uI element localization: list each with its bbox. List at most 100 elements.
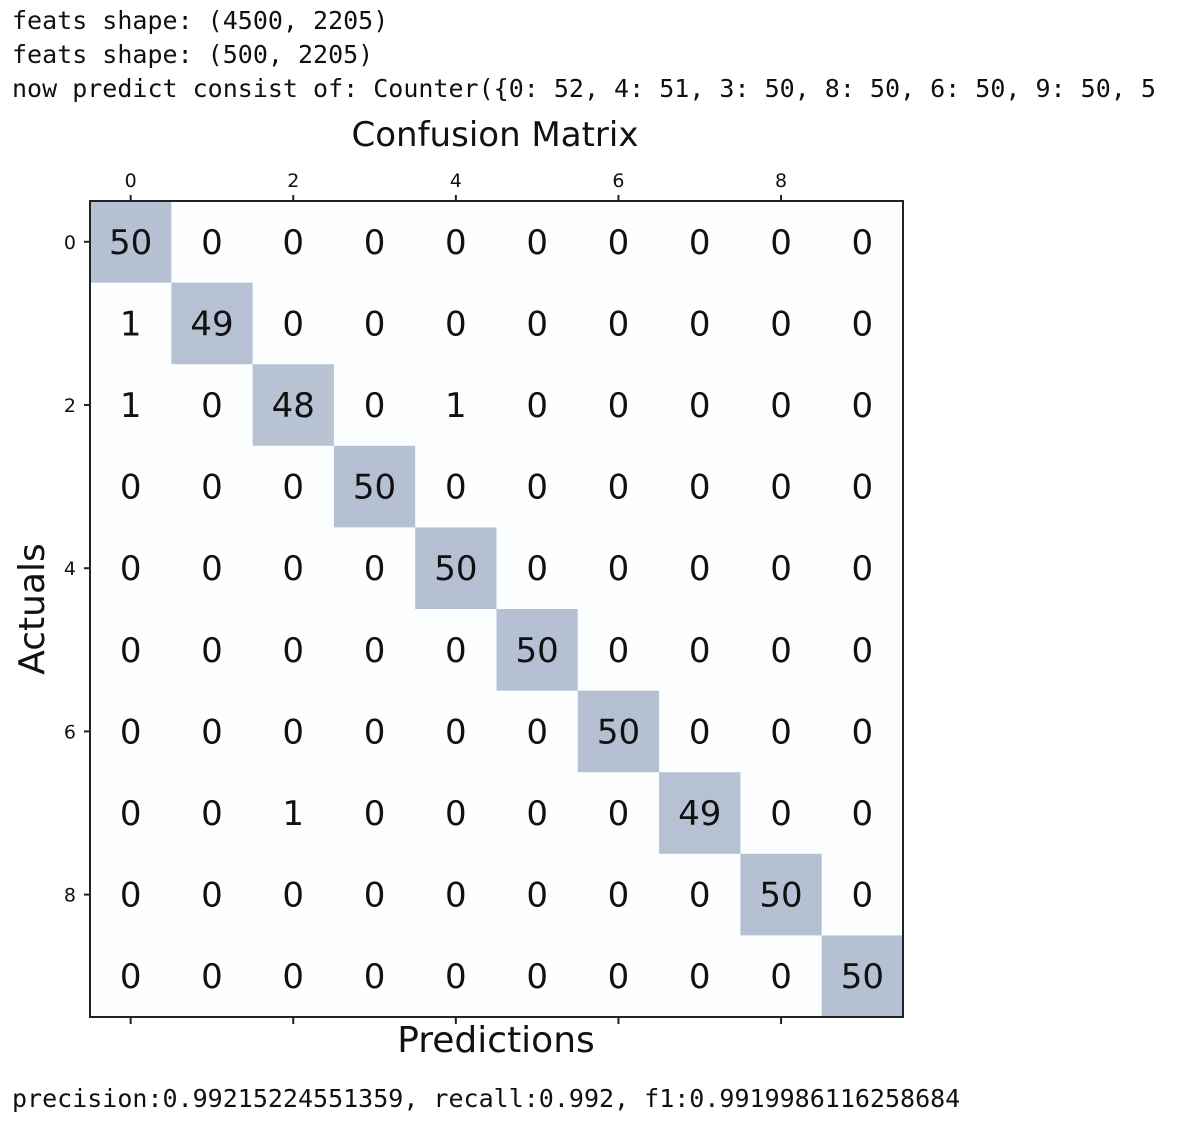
cell-value-label: 0 — [282, 549, 304, 589]
cell-value-label: 0 — [608, 794, 630, 834]
cell-value-label: 0 — [201, 549, 223, 589]
cell-value-label: 0 — [852, 304, 874, 344]
heatmap-cell — [740, 201, 823, 284]
heatmap-cell — [415, 445, 498, 528]
chart-title: Confusion Matrix — [352, 115, 639, 155]
cell-value-label: 0 — [770, 468, 792, 508]
cell-value-label: 50 — [759, 876, 802, 916]
y-tick-label: 4 — [64, 558, 76, 580]
cell-value-label: 0 — [445, 876, 467, 916]
x-tick-label: 2 — [287, 170, 299, 192]
cell-value-label: 0 — [282, 223, 304, 263]
heatmap-cell — [659, 609, 741, 692]
heatmap-cell — [740, 527, 823, 610]
heatmap-cell — [171, 201, 254, 284]
plot-frame — [89, 200, 904, 1018]
cell-value-label: 0 — [689, 223, 711, 263]
heatmap-cell — [415, 690, 498, 773]
x-tick-label: 8 — [775, 170, 787, 192]
heatmap-cell — [740, 609, 823, 692]
cell-value-label: 0 — [201, 794, 223, 834]
heatmap-cell — [252, 690, 335, 773]
heatmap-cell — [740, 445, 823, 528]
cell-value-label: 0 — [120, 549, 142, 589]
heatmap-cell — [577, 935, 660, 1018]
cell-value-label: 0 — [201, 712, 223, 752]
heatmap-cell — [252, 282, 335, 365]
cell-value-label: 0 — [445, 223, 467, 263]
cell-value-label: 0 — [201, 957, 223, 997]
heatmap-cell — [90, 527, 172, 610]
cell-value-label: 0 — [852, 468, 874, 508]
heatmap-cell — [171, 609, 254, 692]
console-output-line: now predict consist of: Counter({0: 52, … — [12, 74, 1156, 103]
heatmap-cell — [740, 935, 823, 1018]
cell-value-label: 0 — [445, 712, 467, 752]
heatmap-cell — [333, 282, 416, 365]
heatmap-cell — [252, 772, 335, 855]
console-output-line: feats shape: (4500, 2205) — [12, 6, 389, 35]
cell-value-label: 0 — [526, 876, 548, 916]
cell-value-label: 50 — [841, 957, 884, 997]
heatmap-cell — [496, 609, 579, 692]
heatmap-cell — [90, 853, 172, 936]
cell-value-label: 0 — [364, 957, 386, 997]
cell-value-label: 0 — [608, 549, 630, 589]
cell-value-label: 0 — [526, 957, 548, 997]
cell-value-label: 0 — [852, 794, 874, 834]
heatmap-cell — [821, 364, 904, 447]
heatmap-cell — [577, 772, 660, 855]
cell-value-label: 0 — [770, 549, 792, 589]
heatmap-cell — [577, 609, 660, 692]
cell-value-label: 0 — [120, 712, 142, 752]
cell-value-label: 0 — [282, 712, 304, 752]
heatmap-cell — [90, 201, 172, 284]
cell-value-label: 0 — [445, 304, 467, 344]
cell-value-label: 0 — [282, 468, 304, 508]
cell-value-label: 0 — [364, 794, 386, 834]
cell-value-label: 0 — [445, 957, 467, 997]
heatmap-cell — [415, 364, 498, 447]
heatmap-cell — [496, 445, 579, 528]
cell-value-label: 0 — [689, 304, 711, 344]
heatmap-cell — [659, 690, 741, 773]
heatmap-cell — [496, 935, 579, 1018]
cell-value-label: 0 — [201, 386, 223, 426]
heatmap-cell — [577, 445, 660, 528]
cell-value-label: 50 — [516, 631, 559, 671]
cell-value-label: 1 — [120, 386, 142, 426]
cell-value-label: 48 — [272, 386, 315, 426]
heatmap-cell — [659, 282, 741, 365]
heatmap-cell — [252, 445, 335, 528]
heatmap-cell — [415, 935, 498, 1018]
heatmap-cell — [659, 853, 741, 936]
cell-value-label: 0 — [608, 876, 630, 916]
heatmap-cell — [252, 935, 335, 1018]
heatmap-cell — [496, 690, 579, 773]
cell-value-label: 0 — [364, 876, 386, 916]
heatmap-cell — [821, 445, 904, 528]
cell-value-label: 49 — [678, 794, 721, 834]
cell-value-label: 0 — [364, 631, 386, 671]
cell-value-label: 0 — [201, 223, 223, 263]
heatmap-cell — [333, 772, 416, 855]
metrics-output-line: precision:0.99215224551359, recall:0.992… — [12, 1084, 961, 1113]
cell-value-label: 0 — [608, 304, 630, 344]
heatmap-cell — [496, 853, 579, 936]
cell-value-label: 0 — [770, 712, 792, 752]
cell-value-label: 0 — [364, 304, 386, 344]
heatmap-cell — [659, 527, 741, 610]
heatmap-cell — [333, 935, 416, 1018]
heatmap-cell — [415, 609, 498, 692]
y-tick-label: 0 — [64, 232, 76, 254]
heatmap-cell — [90, 445, 172, 528]
heatmap-cell — [171, 690, 254, 773]
heatmap-cell — [496, 364, 579, 447]
heatmap-cell — [252, 201, 335, 284]
cell-value-label: 0 — [770, 794, 792, 834]
heatmap-cell — [659, 201, 741, 284]
heatmap-cell — [496, 527, 579, 610]
y-tick-label: 2 — [64, 395, 76, 417]
cell-value-label: 49 — [190, 304, 233, 344]
